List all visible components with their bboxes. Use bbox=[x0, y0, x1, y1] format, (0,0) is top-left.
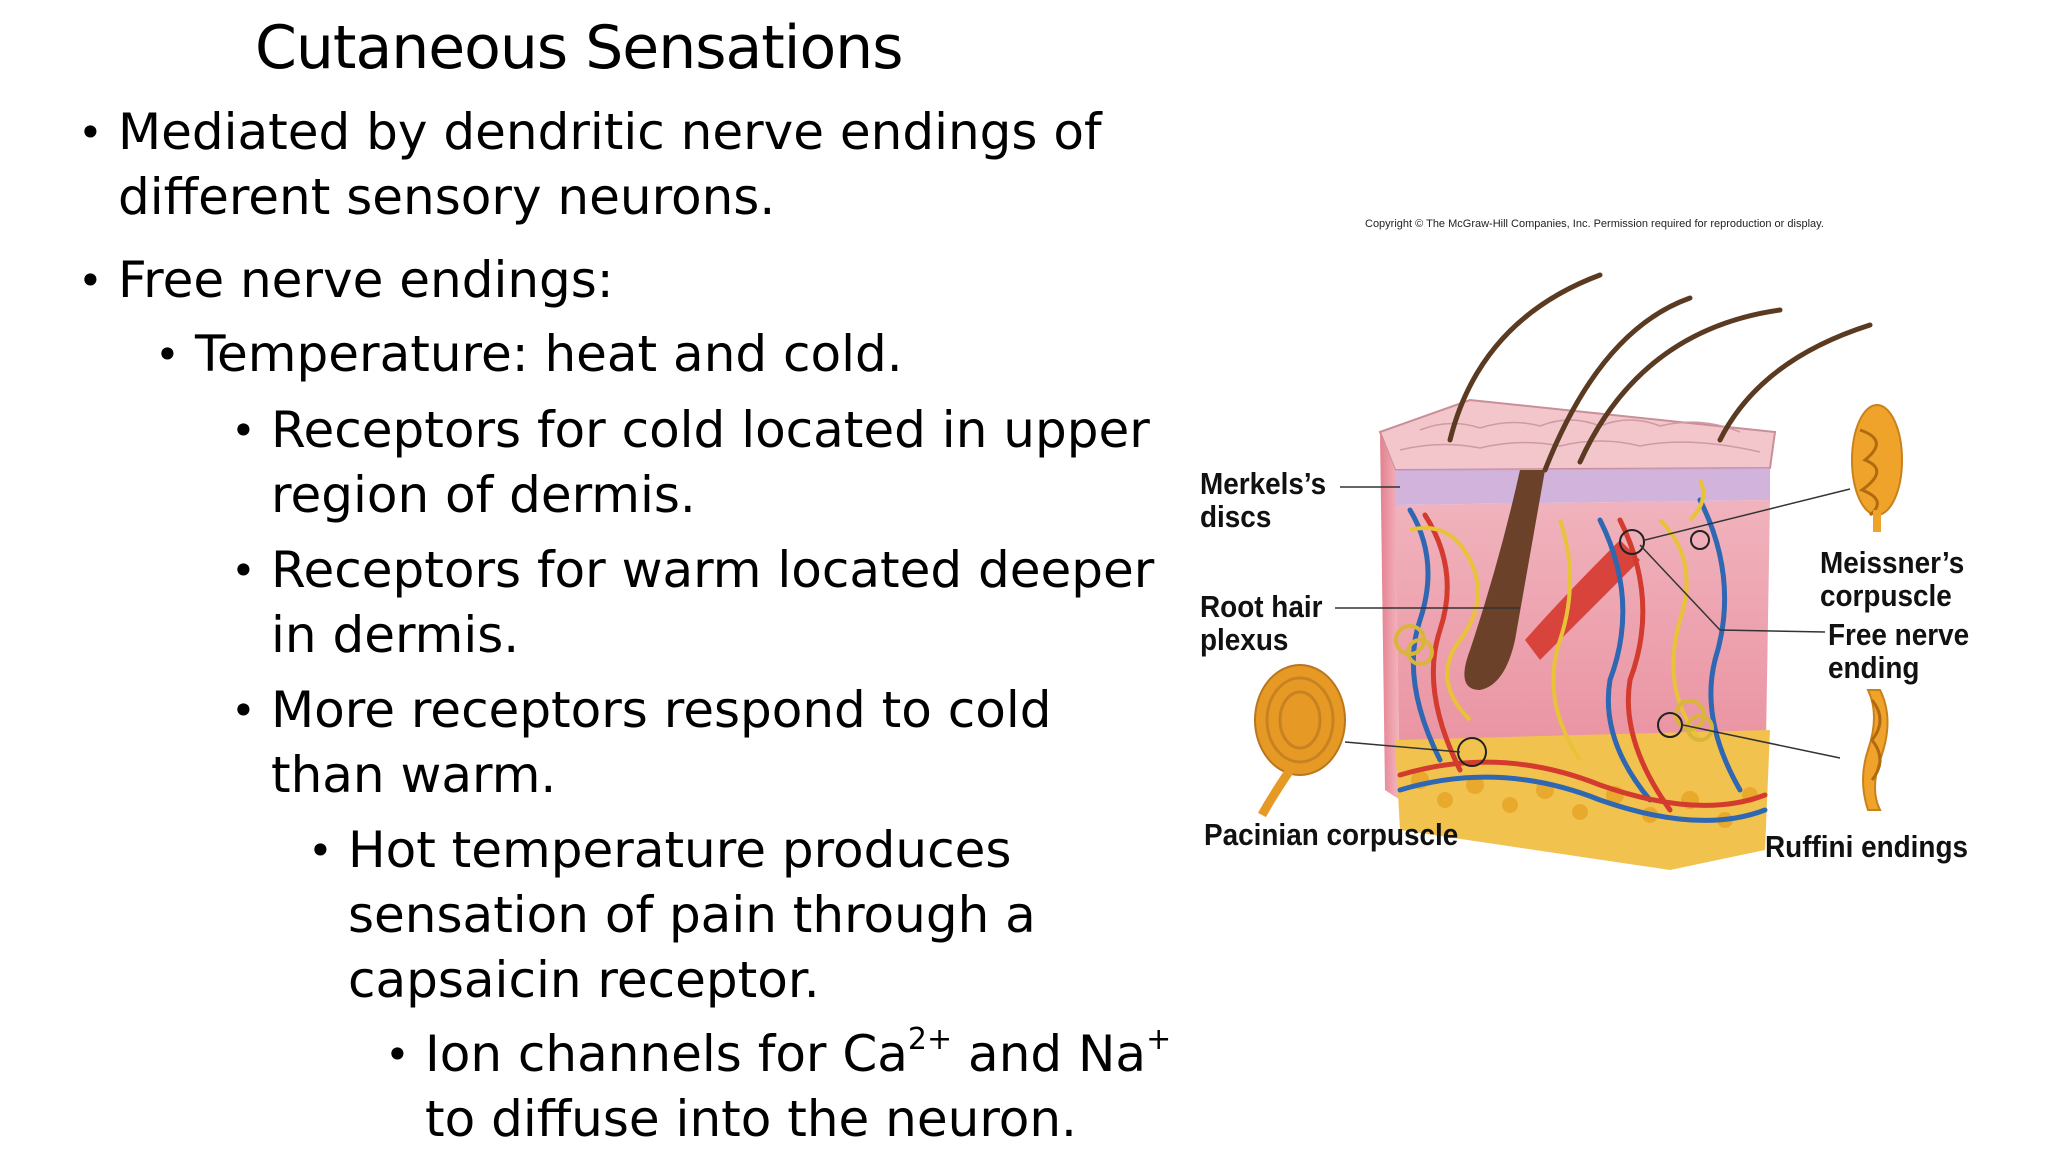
leader-lines bbox=[1335, 486, 1851, 759]
bullet-line: Mediated by dendritic nerve endings of bbox=[118, 103, 1102, 161]
bullet-line: Receptors for cold located in upper bbox=[271, 401, 1150, 459]
bullet-line: to diffuse into the neuron. bbox=[425, 1090, 1077, 1148]
bullet-line: capsaicin receptor. bbox=[348, 951, 820, 1009]
slide-title: Cutaneous Sensations bbox=[255, 13, 903, 83]
bullet-dot: • bbox=[385, 1030, 410, 1079]
fat-layer bbox=[1395, 730, 1770, 870]
bullet-dot: • bbox=[78, 256, 103, 305]
bullet-line: Temperature: heat and cold. bbox=[195, 325, 903, 383]
bullet-dot: • bbox=[231, 686, 256, 735]
bullet-line: More receptors respond to cold bbox=[271, 681, 1052, 739]
bullet-hot-pain: • Hot temperature produces sensation of … bbox=[308, 818, 1036, 1013]
text-run: and Na bbox=[952, 1025, 1147, 1083]
arrector-muscle bbox=[1525, 540, 1640, 660]
bullet-line: Ion channels for Ca2+ and Na+ bbox=[425, 1022, 1171, 1087]
label-root-hair-plexus: Root hair plexus bbox=[1200, 590, 1322, 656]
pacinian-corpuscle-illustration bbox=[1254, 664, 1346, 818]
bullet-dot: • bbox=[78, 108, 103, 157]
hair-shafts bbox=[1447, 272, 1873, 473]
label-line: plexus bbox=[1200, 622, 1289, 657]
label-meissners-corpuscle: Meissner’s corpuscle bbox=[1820, 546, 1964, 612]
bullet-ion-channels: • Ion channels for Ca2+ and Na+ to diffu… bbox=[385, 1022, 1171, 1152]
skin-diagram bbox=[1254, 272, 1903, 870]
bullet-warm-receptors: • Receptors for warm located deeper in d… bbox=[231, 538, 1155, 668]
figure-copyright: Copyright © The McGraw-Hill Companies, I… bbox=[1365, 218, 1824, 230]
label-pacinian-corpuscle: Pacinian corpuscle bbox=[1204, 817, 1459, 852]
bullet-temperature: • Temperature: heat and cold. bbox=[155, 322, 903, 387]
label-line: Free nerve bbox=[1828, 617, 1970, 652]
label-line: ending bbox=[1828, 650, 1920, 685]
bullet-line: Receptors for warm located deeper bbox=[271, 541, 1155, 599]
bullet-cold-receptors: • Receptors for cold located in upper re… bbox=[231, 398, 1150, 528]
ruffini-ending-illustration bbox=[1862, 689, 1889, 811]
bullet-line: in dermis. bbox=[271, 606, 520, 664]
label-line: Root hair bbox=[1200, 589, 1323, 624]
nerve-fibers bbox=[1409, 479, 1706, 762]
hair-follicle bbox=[1464, 470, 1545, 690]
bullet-mediated: • Mediated by dendritic nerve endings of… bbox=[78, 100, 1102, 230]
bullet-dot: • bbox=[155, 330, 180, 379]
label-line: corpuscle bbox=[1820, 578, 1952, 613]
blood-vessels bbox=[1397, 497, 1768, 823]
dermis-side bbox=[1380, 432, 1400, 800]
label-free-nerve-ending: Free nerve ending bbox=[1828, 618, 1969, 684]
bullet-dot: • bbox=[231, 406, 256, 455]
epidermis-layer bbox=[1395, 468, 1770, 505]
label-line: Merkels’s bbox=[1200, 466, 1327, 501]
dermis-front bbox=[1395, 500, 1770, 800]
meissner-corpuscle-illustration bbox=[1851, 404, 1903, 532]
skin-surface-texture bbox=[1399, 419, 1761, 453]
bullet-free-nerve: • Free nerve endings: bbox=[78, 248, 614, 313]
bullet-line: region of dermis. bbox=[271, 466, 696, 524]
bullet-line: than warm. bbox=[271, 746, 557, 804]
bullet-line: sensation of pain through a bbox=[348, 886, 1036, 944]
label-merkel-discs: Merkels’s discs bbox=[1200, 467, 1326, 533]
bullet-dot: • bbox=[231, 546, 256, 595]
bullet-more-cold: • More receptors respond to cold than wa… bbox=[231, 678, 1052, 808]
bullet-line: Hot temperature produces bbox=[348, 821, 1012, 879]
label-ruffini-endings: Ruffini endings bbox=[1765, 829, 1969, 864]
text-run: Ion channels for Ca bbox=[425, 1025, 908, 1083]
bullet-line: Free nerve endings: bbox=[118, 251, 614, 309]
epidermis-top bbox=[1378, 398, 1777, 472]
superscript-charge: + bbox=[1146, 1022, 1172, 1057]
superscript-charge: 2+ bbox=[907, 1022, 953, 1057]
label-line: Meissner’s bbox=[1820, 545, 1965, 580]
coiled-receptors bbox=[1394, 624, 1714, 742]
bullet-dot: • bbox=[308, 826, 333, 875]
label-line: discs bbox=[1200, 499, 1272, 534]
bullet-line: different sensory neurons. bbox=[118, 168, 776, 226]
